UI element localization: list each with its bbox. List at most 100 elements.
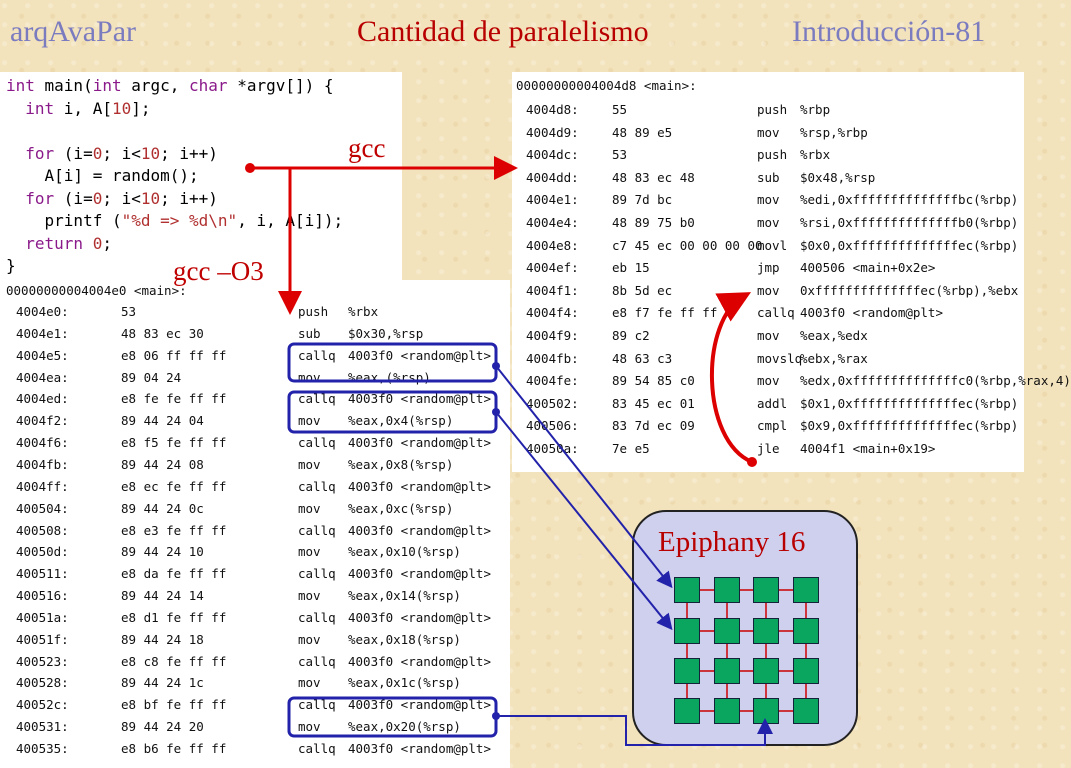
core-node	[714, 577, 740, 603]
code-line: }	[6, 255, 402, 278]
asm-address: 4004e8:	[526, 237, 579, 253]
asm-operands: %eax,0x1c(%rsp)	[348, 675, 461, 691]
mesh-links	[686, 589, 807, 712]
asm-opcode: callq	[757, 305, 795, 321]
asm-bytes: e8 ec fe ff ff	[121, 478, 227, 494]
core-node	[793, 618, 819, 644]
code-line: return 0;	[6, 233, 402, 256]
asm-address: 4004ff:	[16, 478, 69, 494]
asm-bytes: 7e e5	[612, 441, 650, 456]
code-token: printf (	[6, 211, 122, 230]
asm-address: 4004f2:	[16, 413, 69, 429]
asm-opcode: push	[757, 102, 788, 117]
asm-address: 40052c:	[16, 697, 69, 713]
asm-address: 4004e5:	[16, 347, 69, 363]
asm-bytes: 89 44 24 14	[121, 588, 204, 604]
code-token: return	[25, 233, 93, 253]
asm-operands: %eax,%edx	[800, 328, 868, 343]
asm-opcode: movl	[757, 237, 788, 253]
asm-operands: %edi,0xffffffffffffffbc(%rbp)	[800, 192, 1019, 208]
code-token: for	[25, 143, 64, 163]
asm-operands: %eax,0x18(%rsp)	[348, 631, 461, 647]
asm-operands: 4003f0 <random@plt>	[348, 697, 491, 713]
course-title: arqAvaPar	[10, 15, 137, 48]
slide-number: Introducción-81	[792, 15, 986, 48]
code-token: }	[6, 256, 16, 275]
asm-operands: 4003f0 <random@plt>	[348, 478, 491, 494]
asm-address: 40050d:	[16, 544, 69, 560]
asm-address: 400508:	[16, 522, 69, 538]
asm-operands: 400506 <main+0x2e>	[800, 260, 936, 276]
asm-bytes: 48 83 ec 30	[121, 325, 204, 341]
core-node	[674, 698, 700, 724]
asm-address: 4004d9:	[526, 124, 579, 140]
code-token: 10	[140, 143, 161, 163]
gcc-o3-label: gcc –O3	[173, 256, 264, 286]
asm-address: 4004ea:	[16, 369, 69, 385]
asm-operands: %eax,0x4(%rsp)	[348, 413, 454, 429]
asm-address: 400502:	[526, 395, 579, 411]
code-token: 0	[92, 143, 103, 163]
asm-opcode: mov	[298, 675, 321, 691]
asm-operands: %eax,0x20(%rsp)	[348, 719, 461, 735]
code-token: i, A[	[63, 98, 112, 118]
code-token: 0	[92, 233, 103, 253]
asm-operands: 4003f0 <random@plt>	[348, 566, 491, 582]
asm-address: 4004dc:	[526, 147, 579, 163]
asm-address: 4004ef:	[526, 260, 579, 276]
asm-opcode: callq	[298, 522, 336, 538]
epiphany-title: Epiphany 16	[658, 526, 806, 558]
asm-opcode: callq	[298, 697, 336, 713]
asm-operands: 4004f1 <main+0x19>	[800, 441, 936, 456]
asm-address: 40051f:	[16, 631, 69, 647]
asm-address: 4004fe:	[526, 373, 579, 389]
asm-opcode: mov	[757, 215, 780, 230]
core-node	[674, 577, 700, 603]
asm-bytes: 89 44 24 0c	[121, 500, 204, 516]
code-token: int	[92, 76, 132, 95]
asm-bytes: 89 54 85 c0	[612, 373, 695, 389]
asm-address: 4004f6:	[16, 435, 69, 451]
asm-opcode: callq	[298, 653, 336, 669]
asm-o3-title: 00000000004004e0 <main>:	[6, 283, 187, 298]
asm-bytes: 89 44 24 10	[121, 544, 204, 560]
asm-opcode: callq	[298, 566, 336, 582]
asm-bytes: 48 89 75 b0	[612, 215, 695, 230]
code-line: int i, A[10];	[6, 98, 402, 121]
code-token: ];	[131, 98, 151, 118]
asm-operands: %eax,0x14(%rsp)	[348, 588, 461, 604]
asm-bytes: 53	[121, 304, 137, 319]
asm-opcode: mov	[298, 413, 321, 429]
code-line: for (i=0; i<10; i++)	[6, 143, 402, 166]
asm-operands: 4003f0 <random@plt>	[348, 522, 491, 538]
code-token: char	[189, 76, 238, 95]
asm-opcode: callq	[298, 609, 336, 625]
asm-address: 4004fb:	[16, 456, 69, 472]
asm-address: 4004fb:	[526, 350, 579, 366]
asm-address: 400511:	[16, 566, 69, 582]
code-token: (i=	[63, 188, 93, 208]
asm-bytes: 89 44 24 04	[121, 413, 204, 429]
code-token: "%d => %d\n"	[121, 211, 238, 230]
asm-opcode: mov	[757, 328, 780, 343]
asm-operands: %rbx	[348, 304, 379, 319]
core-node	[714, 658, 740, 684]
asm-address: 4004f1:	[526, 282, 579, 298]
asm-gcc-title: 00000000004004d8 <main>:	[516, 78, 697, 93]
